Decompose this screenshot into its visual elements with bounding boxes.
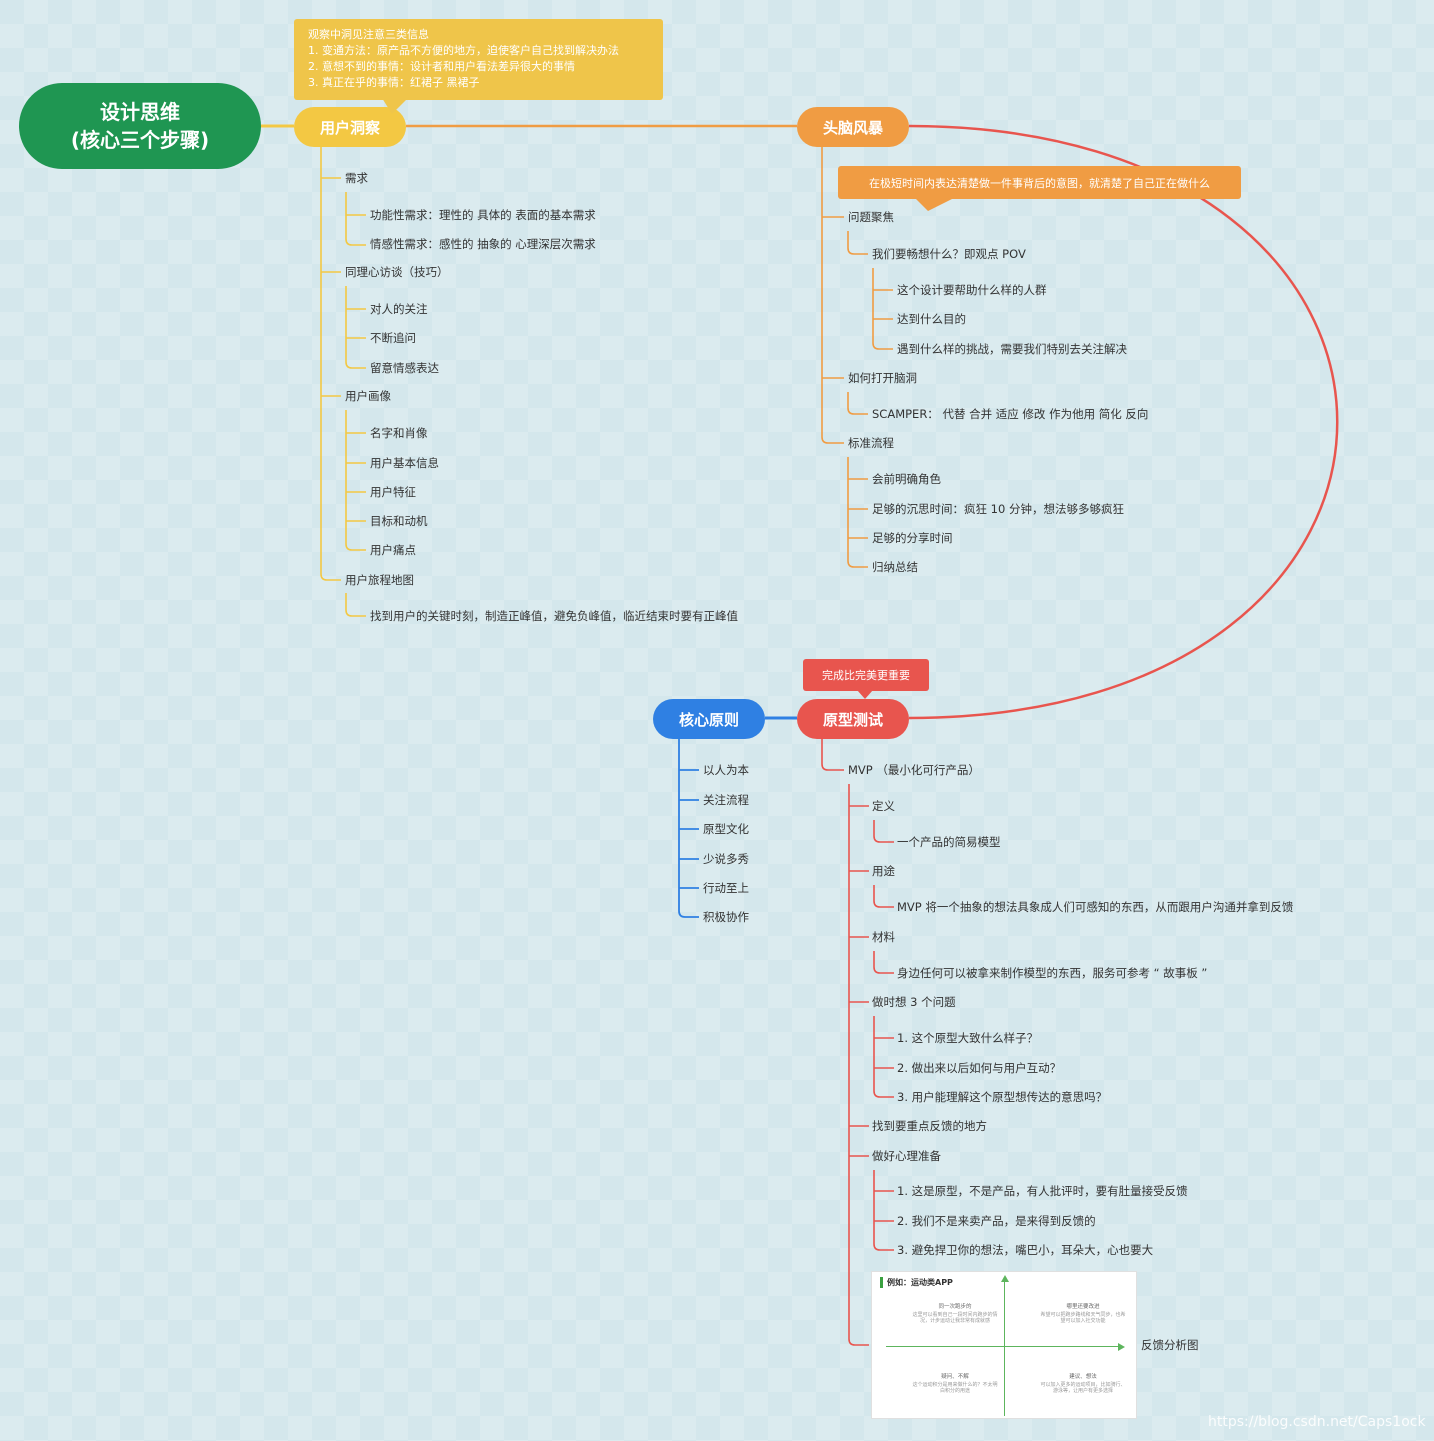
- node-find-feedback[interactable]: 找到要重点反馈的地方: [872, 1119, 987, 1133]
- quadrant-text: 这里可以看到自己一段时间内跑步的情况，计步运动让我非常有成就感: [912, 1312, 998, 1324]
- node-journey-map[interactable]: 用户旅程地图: [345, 573, 414, 587]
- root-title-line2: (核心三个步骤): [70, 128, 210, 152]
- node-persona-item[interactable]: 用户特征: [370, 485, 416, 499]
- node-empathy-interview[interactable]: 同理心访谈（技巧）: [345, 265, 449, 279]
- node-pov-item[interactable]: 达到什么目的: [897, 312, 966, 326]
- feedback-quadrant: 哪里还要改进 希望可以把跑步路线和天气同步，也希望可以加入社交功能: [1040, 1304, 1126, 1324]
- node-principle[interactable]: 行动至上: [703, 881, 749, 895]
- node-principle[interactable]: 少说多秀: [703, 852, 749, 866]
- quadrant-title: 同一次跑步的: [938, 1304, 972, 1310]
- topic-core-principles[interactable]: 核心原则: [653, 699, 765, 739]
- node-flow-item[interactable]: 归纳总结: [872, 560, 918, 574]
- node-pov-item[interactable]: 这个设计要帮助什么样的人群: [897, 283, 1047, 297]
- node-persona-item[interactable]: 目标和动机: [370, 514, 428, 528]
- node-needs[interactable]: 需求: [345, 171, 368, 185]
- node-keep-asking[interactable]: 不断追问: [370, 331, 416, 345]
- quadrant-title: 哪里还要改进: [1066, 1304, 1100, 1310]
- callout-line: 观察中洞见注意三类信息: [308, 28, 429, 41]
- callout-line: 3. 真正在乎的事情：红裙子 黑裙子: [308, 76, 480, 89]
- node-persona-item[interactable]: 名字和肖像: [370, 426, 428, 440]
- node-question-item[interactable]: 1. 这个原型大致什么样子？: [897, 1031, 1039, 1045]
- root-topic[interactable]: 设计思维 (核心三个步骤): [19, 83, 261, 169]
- node-usage[interactable]: 用途: [872, 864, 895, 878]
- node-persona-item[interactable]: 用户痛点: [370, 543, 416, 557]
- feedback-quadrant: 疑问、不解 这个运动积分是用来做什么的？不太明白积分的用途: [912, 1374, 998, 1394]
- quadrant-text: 希望可以把跑步路线和天气同步，也希望可以加入社交功能: [1040, 1312, 1126, 1324]
- quadrant-title: 建议、想法: [1069, 1374, 1097, 1380]
- node-material[interactable]: 材料: [872, 930, 895, 944]
- node-open-mind[interactable]: 如何打开脑洞: [848, 371, 917, 385]
- node-principle[interactable]: 以人为本: [703, 763, 749, 777]
- quadrant-text: 这个运动积分是用来做什么的？不太明白积分的用途: [912, 1382, 998, 1394]
- feedback-y-axis: [1004, 1278, 1005, 1416]
- feedback-quadrant: 同一次跑步的 这里可以看到自己一段时间内跑步的情况，计步运动让我非常有成就感: [912, 1304, 998, 1324]
- node-definition-item[interactable]: 一个产品的简易模型: [897, 835, 1001, 849]
- node-mental-prep[interactable]: 做好心理准备: [872, 1149, 941, 1163]
- quadrant-text: 可以加入更多的运动项目，比如骑行、游泳等，让用户有更多选择: [1040, 1382, 1126, 1394]
- node-principle[interactable]: 原型文化: [703, 822, 749, 836]
- feedback-analysis-image[interactable]: 例如：运动类APP 同一次跑步的 这里可以看到自己一段时间内跑步的情况，计步运动…: [871, 1271, 1137, 1419]
- node-flow-item[interactable]: 足够的沉思时间：疯狂 10 分钟，想法够多够疯狂: [872, 502, 1124, 516]
- feedback-quadrant: 建议、想法 可以加入更多的运动项目，比如骑行、游泳等，让用户有更多选择: [1040, 1374, 1126, 1394]
- node-flow-item[interactable]: 足够的分享时间: [872, 531, 953, 545]
- node-prep-item[interactable]: 1. 这是原型，不是产品，有人批评时，要有肚量接受反馈: [897, 1184, 1188, 1198]
- callout-brainstorm-note[interactable]: 在极短时间内表达清楚做一件事背后的意图，就清楚了自己正在做什么: [838, 166, 1241, 211]
- node-pov-item[interactable]: 遇到什么样的挑战，需要我们特别去关注解决: [897, 342, 1127, 356]
- topic-prototype-test[interactable]: 原型测试: [797, 699, 909, 739]
- node-principle[interactable]: 积极协作: [703, 910, 749, 924]
- node-notice-emotion[interactable]: 留意情感表达: [370, 361, 439, 375]
- node-feedback-analysis[interactable]: 反馈分析图: [1141, 1338, 1199, 1352]
- callout-prototype-note[interactable]: 完成比完美更重要: [803, 659, 929, 699]
- node-question-item[interactable]: 3. 用户能理解这个原型想传达的意思吗？: [897, 1090, 1108, 1104]
- node-three-questions[interactable]: 做时想 3 个问题: [872, 995, 956, 1009]
- node-scamper[interactable]: SCAMPER： 代替 合并 适应 修改 作为他用 简化 反向: [872, 407, 1149, 421]
- quadrant-title: 疑问、不解: [941, 1374, 969, 1380]
- node-journey-item[interactable]: 找到用户的关键时刻，制造正峰值，避免负峰值，临近结束时要有正峰值: [370, 609, 738, 623]
- node-emotional-needs[interactable]: 情感性需求：感性的 抽象的 心理深层次需求: [370, 237, 596, 251]
- node-pov[interactable]: 我们要畅想什么？即观点 POV: [872, 247, 1026, 261]
- node-material-item[interactable]: 身边任何可以被拿来制作模型的东西，服务可参考 “ 故事板 ”: [897, 966, 1208, 980]
- node-flow-item[interactable]: 会前明确角色: [872, 472, 941, 486]
- node-definition[interactable]: 定义: [872, 799, 895, 813]
- node-principle[interactable]: 关注流程: [703, 793, 749, 807]
- node-prep-item[interactable]: 3. 避免捍卫你的想法，嘴巴小，耳朵大，心也要大: [897, 1243, 1154, 1257]
- node-focus-on-people[interactable]: 对人的关注: [370, 302, 428, 316]
- callout-line: 2. 意想不到的事情：设计者和用户看法差异很大的事情: [308, 60, 575, 73]
- watermark: https://blog.csdn.net/Caps1ock: [1208, 1414, 1426, 1430]
- feedback-image-title: 例如：运动类APP: [880, 1277, 953, 1288]
- node-usage-item[interactable]: MVP 将一个抽象的想法具象成人们可感知的东西，从而跟用户沟通并拿到反馈: [897, 900, 1294, 914]
- node-question-item[interactable]: 2. 做出来以后如何与用户互动？: [897, 1061, 1062, 1075]
- arrow-right-icon: [1118, 1343, 1125, 1351]
- topic-brainstorm[interactable]: 头脑风暴: [797, 107, 909, 147]
- callout-line: 1. 变通方法：原产品不方便的地方，迫使客户自己找到解决办法: [308, 44, 619, 57]
- callout-insight-note[interactable]: 观察中洞见注意三类信息 1. 变通方法：原产品不方便的地方，迫使客户自己找到解决…: [294, 19, 663, 114]
- node-functional-needs[interactable]: 功能性需求：理性的 具体的 表面的基本需求: [370, 208, 596, 222]
- root-title-line1: 设计思维: [100, 100, 180, 124]
- node-problem-focus[interactable]: 问题聚焦: [848, 210, 894, 224]
- node-persona[interactable]: 用户画像: [345, 389, 391, 403]
- node-persona-item[interactable]: 用户基本信息: [370, 456, 439, 470]
- node-prep-item[interactable]: 2. 我们不是来卖产品，是来得到反馈的: [897, 1214, 1096, 1228]
- arrow-up-icon: [1001, 1275, 1009, 1282]
- node-standard-flow[interactable]: 标准流程: [848, 436, 894, 450]
- node-mvp[interactable]: MVP （最小化可行产品）: [848, 763, 980, 777]
